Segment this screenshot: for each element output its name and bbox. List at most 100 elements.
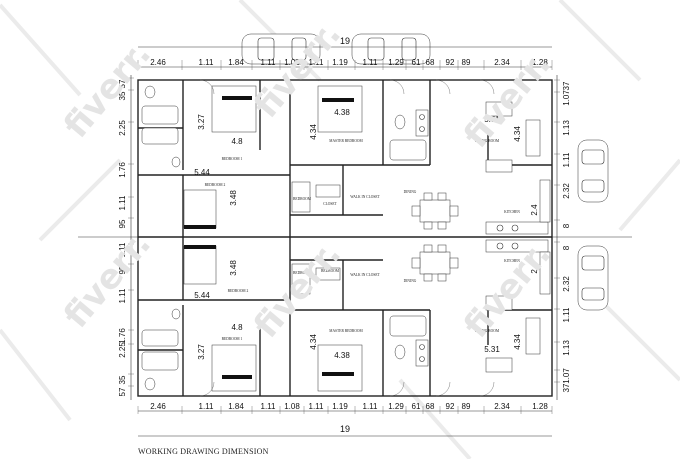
- dimension-label: 8: [562, 245, 571, 250]
- overall-width-label: 19: [340, 36, 350, 46]
- dimension-label: 1.11: [261, 58, 277, 67]
- room-dimension-label: 3.48: [229, 260, 238, 276]
- dimension-label: 1.11: [199, 58, 215, 67]
- room-label: BEDROOM: [293, 271, 312, 275]
- room-dimension-label: 4.34: [513, 334, 522, 350]
- dimension-label: 89: [462, 402, 471, 411]
- dimension-label: 61: [412, 402, 421, 411]
- dimension-label: 92: [446, 58, 455, 67]
- dimension-label: 8: [562, 223, 571, 228]
- dimension-label: 1.11: [118, 195, 127, 211]
- dimension-label: 61: [412, 58, 421, 67]
- dimension-label: 95: [118, 265, 127, 274]
- dimension-label: 1.11: [118, 288, 127, 304]
- room-dimension-label: 4.38: [334, 108, 350, 117]
- car-icon: [351, 33, 431, 65]
- dimension-label: 1.11: [562, 152, 571, 168]
- room-label: BEDROOM: [293, 197, 312, 201]
- dimension-label: 95: [118, 219, 127, 228]
- dimension-label: 1.84: [228, 402, 244, 411]
- dimension-label: 2.25: [118, 342, 127, 358]
- dimension-label: 35: [118, 375, 127, 384]
- dimension-label: 37: [562, 383, 571, 392]
- dimension-label: 1.84: [228, 58, 244, 67]
- dimension-label: 2.32: [562, 276, 571, 292]
- dimension-label: 1.11: [118, 242, 127, 258]
- room-dimension-label: 4.34: [513, 126, 522, 142]
- dimension-label: 1.11: [562, 307, 571, 323]
- room-dimension-label: 2.4: [530, 262, 539, 274]
- room-label: BEDROOM: [321, 269, 340, 273]
- room-label: CLOSET: [323, 202, 337, 206]
- dimension-label: 1.76: [118, 162, 127, 178]
- room-dimension-label: 4.38: [334, 351, 350, 360]
- dimension-label: 37: [562, 81, 571, 90]
- car-icon: [241, 33, 321, 65]
- dimension-label: 2.34: [494, 402, 510, 411]
- room-label: DINING: [404, 279, 417, 283]
- door-swing-icon: [199, 79, 495, 397]
- bed-icon: [183, 85, 363, 392]
- room-label: BEDROOM 2: [205, 183, 226, 187]
- dimension-label: 1.11: [363, 402, 379, 411]
- dimension-right: [554, 75, 560, 400]
- room-dimension-label: 4.34: [309, 124, 318, 140]
- watermark-text: fiverr. fiverr. fiverr. fiverr. fiverr. …: [56, 14, 559, 346]
- dimension-label: 1.13: [562, 120, 571, 136]
- dimension-label: 1.28: [532, 58, 548, 67]
- room-label: KITCHEN: [504, 259, 520, 263]
- dimension-label: 1.76: [118, 328, 127, 344]
- dimension-label: 1.11: [309, 402, 325, 411]
- dimension-top: [137, 46, 553, 70]
- room-label: WALK IN CLOSET: [350, 195, 380, 199]
- dimension-label: 68: [426, 402, 435, 411]
- dimension-label: 1.08: [284, 402, 300, 411]
- car-icon: [577, 245, 609, 311]
- dimension-label: 2.25: [118, 120, 127, 136]
- dimension-label: 1.11: [199, 402, 215, 411]
- dimension-label: 57: [118, 387, 127, 396]
- dimension-label: 1.07: [562, 90, 571, 106]
- bathtub-icon: [141, 105, 427, 371]
- room-dimension-label: 4.34: [309, 334, 318, 350]
- dimension-label: 1.11: [261, 402, 277, 411]
- dimension-label: 1.19: [332, 58, 348, 67]
- room-dimension-label: 4.8: [231, 137, 243, 146]
- room-dimension-label: 3.27: [197, 114, 206, 130]
- dimension-left: [128, 75, 134, 400]
- room-label: MASTER BEDROOM: [329, 139, 363, 143]
- dimension-label: 2.46: [150, 58, 166, 67]
- toilet-icon: [144, 85, 406, 391]
- room-label: LIVING ROOM: [475, 139, 500, 143]
- dining-table-icon: [411, 192, 459, 282]
- dimension-label: 2.46: [150, 402, 166, 411]
- room-label: LIVING ROOM: [475, 329, 500, 333]
- room-label: BEDROOM 1: [222, 337, 243, 341]
- room-dimension-label: 3.27: [197, 344, 206, 360]
- drawing-caption: WORKING DRAWING DIMENSION: [138, 447, 269, 456]
- room-label: DINING: [404, 190, 417, 194]
- dimension-label: 1.11: [309, 58, 325, 67]
- building-walls: [137, 79, 553, 397]
- dimension-label: 1.07: [562, 368, 571, 384]
- room-label: MASTER BEDROOM: [329, 329, 363, 333]
- dimension-label: 1.13: [562, 340, 571, 356]
- dimension-label: 1.11: [363, 58, 379, 67]
- dimension-label: 1.08: [284, 58, 300, 67]
- dimension-label: 68: [426, 58, 435, 67]
- dimension-bottom: [137, 406, 553, 437]
- room-label: KITCHEN: [504, 210, 520, 214]
- kitchen-counter-icon: [485, 179, 551, 295]
- sink-icon: [415, 109, 429, 367]
- room-label: BEDROOM 2: [228, 289, 249, 293]
- car-icon: [577, 139, 609, 203]
- wardrobe-icon: [291, 181, 341, 295]
- dimension-label: 1.19: [332, 402, 348, 411]
- dimension-label: 57: [118, 79, 127, 88]
- dimension-label: 1.28: [532, 402, 548, 411]
- room-dimension-label: 5.31: [484, 115, 500, 124]
- room-label: WALK IN CLOSET: [350, 273, 380, 277]
- overall-width-label: 19: [340, 424, 350, 434]
